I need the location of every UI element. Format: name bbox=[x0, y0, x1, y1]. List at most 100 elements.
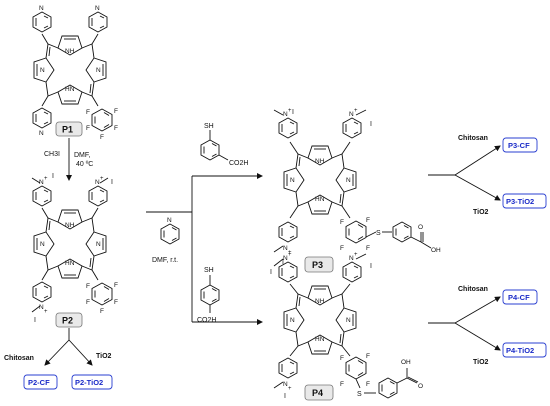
p3-label-box bbox=[304, 256, 334, 273]
p4-hn: HN bbox=[315, 336, 325, 343]
p3-f-2: F bbox=[366, 245, 370, 252]
reagent3-sh: SH bbox=[204, 123, 214, 130]
arrow-p3-cf bbox=[454, 145, 501, 176]
p1-f-5: F bbox=[86, 109, 90, 116]
p4-pyr-n-tr: N bbox=[349, 255, 354, 262]
p3-pyr-n-tr: N bbox=[349, 111, 354, 118]
p3-cf-box bbox=[502, 137, 538, 153]
p2-nh: NH bbox=[65, 222, 75, 229]
p3-label: P3 bbox=[312, 260, 323, 270]
p4-f-3: F bbox=[340, 381, 344, 388]
p1-hn: HN bbox=[65, 86, 75, 93]
pyridine-n: N bbox=[167, 217, 172, 224]
p2-plus-tr: + bbox=[100, 176, 104, 182]
p1-pyr-n-bl: N bbox=[39, 130, 44, 137]
p1-n-left: N bbox=[40, 67, 45, 74]
p2-tio2-box bbox=[71, 374, 113, 390]
p2-n-right: N bbox=[96, 241, 101, 248]
p2-tio2-label: TiO2 bbox=[96, 353, 112, 360]
arrow-p4-tio2 bbox=[454, 322, 501, 351]
p3-tio2-label: TiO2 bbox=[473, 209, 489, 216]
p3-plus-tl: + bbox=[288, 108, 292, 114]
p1-f-2: F bbox=[114, 125, 118, 132]
p1-f-4: F bbox=[86, 125, 90, 132]
molecule-p1: NH HN N N N N N F F F F F bbox=[32, 5, 118, 141]
p4-plus-bl: + bbox=[288, 386, 292, 392]
p4-f-1: F bbox=[366, 353, 370, 360]
p4-cf-box bbox=[502, 289, 538, 305]
p2-plus-bl: + bbox=[44, 309, 48, 315]
p2-f-5: F bbox=[86, 283, 90, 290]
p3-pyr-n-bl: N bbox=[283, 245, 288, 252]
p2-f-2: F bbox=[114, 299, 118, 306]
p4-tio2-label: TiO2 bbox=[473, 359, 489, 366]
p3-tio2-box bbox=[502, 193, 547, 209]
p2-f-3: F bbox=[100, 308, 104, 315]
p3-nh: NH bbox=[315, 158, 325, 165]
p2-f-1: F bbox=[114, 282, 118, 289]
p2-chitosan-label: Chitosan bbox=[4, 355, 34, 362]
p3-f-4: F bbox=[340, 219, 344, 226]
p4-pyr-n-bl: N bbox=[283, 381, 288, 388]
reagent-3-mercaptobenzoic-acid bbox=[200, 130, 229, 161]
p2-n-left: N bbox=[40, 241, 45, 248]
methylation-solvent: DMF, bbox=[74, 152, 90, 159]
p1-pyr-n-tr: N bbox=[95, 5, 100, 12]
thiol-conditions: DMF, r.t. bbox=[152, 257, 178, 264]
p3-s: S bbox=[376, 230, 381, 237]
p4-plus-tl: + bbox=[288, 252, 292, 258]
arrow-p3-tio2 bbox=[454, 174, 501, 201]
p1-n-right: N bbox=[96, 67, 101, 74]
p4-tio2-box bbox=[502, 342, 547, 358]
p3-n-left: N bbox=[290, 177, 295, 184]
molecule-p2: NH HN N N N + I N + I N + I F F F F F bbox=[31, 173, 118, 324]
p2-tio2-product: P2-TiO2 bbox=[75, 378, 103, 387]
p4-o: O bbox=[418, 383, 423, 390]
molecule-p3: NH HN N N N + I N + I N + I F F F F S bbox=[273, 108, 441, 266]
arrow-p4-cf bbox=[454, 296, 501, 324]
p4-f-4: F bbox=[340, 355, 344, 362]
p4-iodide-tr: I bbox=[370, 263, 372, 270]
p2-iodide-bl: I bbox=[34, 317, 36, 324]
p2-f-4: F bbox=[86, 299, 90, 306]
p2-iodide-tr: I bbox=[111, 179, 113, 186]
p3-hn: HN bbox=[315, 196, 325, 203]
methylation-temp: 40 ºC bbox=[76, 161, 93, 168]
p1-pyr-n-tl: N bbox=[39, 5, 44, 12]
p3-o: O bbox=[418, 224, 423, 231]
p2-cf-label: P2-CF bbox=[28, 378, 50, 387]
p3-iodide-tr: I bbox=[370, 121, 372, 128]
p1-label: P1 bbox=[62, 125, 73, 135]
p3-iodide-bl: I bbox=[282, 259, 284, 266]
p1-nh: NH bbox=[65, 48, 75, 55]
molecule-p4: NH HN N N N + I N + I N + I F F F F S bbox=[270, 252, 423, 400]
p2-iodide-tl: I bbox=[52, 173, 54, 180]
p4-iodide-bl: I bbox=[284, 393, 286, 400]
p2-label: P2 bbox=[62, 316, 73, 326]
p3-f-1: F bbox=[366, 217, 370, 224]
pyridine-reagent: N bbox=[160, 217, 180, 245]
p4-s: S bbox=[357, 391, 362, 398]
p4-n-left: N bbox=[290, 317, 295, 324]
p4-cf-label: P4-CF bbox=[508, 293, 530, 302]
p3-oh: OH bbox=[431, 247, 441, 254]
p4-label: P4 bbox=[312, 388, 323, 398]
p2-pyr-n-tr: N bbox=[95, 179, 100, 186]
p4-tio2-product: P4-TiO2 bbox=[506, 346, 534, 355]
p3-iodide-tl: I bbox=[292, 109, 294, 116]
p4-plus-tr: + bbox=[354, 252, 358, 258]
p2-hn: HN bbox=[65, 260, 75, 267]
arrow-p2-tio2 bbox=[68, 339, 93, 366]
reagent4-sh: SH bbox=[204, 267, 214, 274]
arrow-p2-cf bbox=[44, 339, 70, 366]
methylation-reagent: CH3I bbox=[44, 151, 60, 158]
p2-pyr-n-tl: N bbox=[39, 179, 44, 186]
p4-label-box bbox=[304, 384, 334, 401]
p3-n-right: N bbox=[346, 177, 351, 184]
p2-plus-tl: + bbox=[44, 176, 48, 182]
p4-chitosan-label: Chitosan bbox=[458, 286, 488, 293]
p1-label-box bbox=[55, 121, 83, 137]
reagent4-co2h: CO2H bbox=[197, 317, 216, 324]
p3-tio2-product: P3-TiO2 bbox=[506, 197, 534, 206]
